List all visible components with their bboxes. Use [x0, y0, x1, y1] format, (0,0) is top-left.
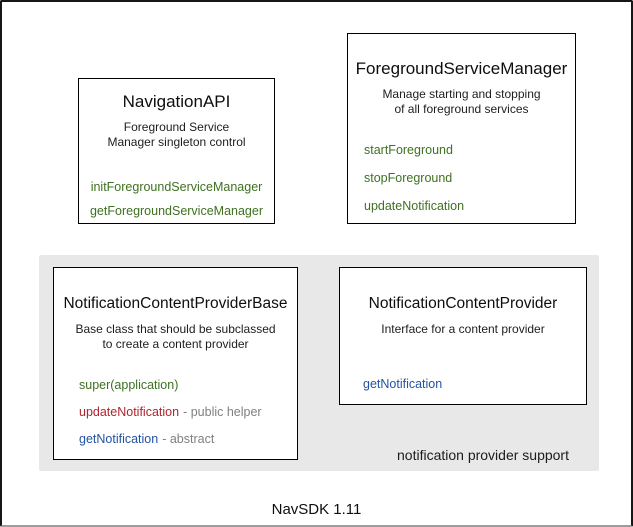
- method-line: getNotification- abstract: [79, 432, 297, 447]
- box-description-line: of all foreground services: [394, 102, 529, 116]
- box-description-line: to create a content provider: [102, 337, 249, 351]
- box-title: NavigationAPI: [122, 92, 231, 111]
- diagram-caption: NavSDK 1.11: [271, 501, 362, 518]
- method-list: initForegroundServiceManager getForegrou…: [79, 180, 274, 219]
- box-title: NotificationContentProviderBase: [63, 295, 288, 312]
- method-line: updateNotification: [364, 199, 575, 214]
- method-annotation: - abstract: [162, 432, 215, 446]
- box-description-line: Foreground Service: [123, 120, 230, 134]
- method-line: getNotification: [363, 377, 586, 392]
- method-list: startForeground stopForeground updateNot…: [348, 143, 575, 214]
- method-label: updateNotification: [79, 405, 180, 419]
- box-description-line: Interface for a content provider: [381, 322, 545, 336]
- class-box-navigation-api: NavigationAPI Foreground Service Manager…: [78, 78, 275, 224]
- box-description-line: Manager singleton control: [107, 135, 246, 149]
- box-title: NotificationContentProvider: [368, 295, 558, 312]
- method-line: initForegroundServiceManager: [79, 180, 274, 195]
- box-description: Base class that should be subclassed to …: [54, 322, 297, 352]
- method-line: getForegroundServiceManager: [79, 204, 274, 219]
- box-description: Interface for a content provider: [340, 322, 586, 337]
- method-label: stopForeground: [364, 171, 453, 185]
- method-list: super(application) updateNotification- p…: [54, 378, 297, 447]
- notification-provider-support-panel: NotificationContentProviderBase Base cla…: [39, 255, 599, 471]
- box-description: Foreground Service Manager singleton con…: [79, 120, 274, 150]
- panel-label: notification provider support: [397, 447, 569, 463]
- method-label: super(application): [79, 378, 179, 392]
- method-annotation: - public helper: [183, 405, 262, 419]
- method-label: startForeground: [364, 143, 453, 157]
- class-box-foreground-service-manager: ForegroundServiceManager Manage starting…: [347, 33, 576, 224]
- method-list: getNotification: [340, 377, 586, 392]
- box-title: ForegroundServiceManager: [355, 59, 568, 78]
- method-line: super(application): [79, 378, 297, 393]
- method-label: updateNotification: [364, 199, 465, 213]
- method-line: startForeground: [364, 143, 575, 158]
- class-box-notification-content-provider-base: NotificationContentProviderBase Base cla…: [53, 267, 298, 460]
- method-label: getNotification: [363, 377, 443, 391]
- box-description-line: Manage starting and stopping: [382, 87, 541, 101]
- class-box-notification-content-provider: NotificationContentProvider Interface fo…: [339, 267, 587, 405]
- method-line: stopForeground: [364, 171, 575, 186]
- method-label: getForegroundServiceManager: [89, 204, 264, 218]
- box-description: Manage starting and stopping of all fore…: [348, 87, 575, 117]
- box-description-line: Base class that should be subclassed: [75, 322, 276, 336]
- method-label: initForegroundServiceManager: [90, 180, 263, 194]
- method-line: updateNotification- public helper: [79, 405, 297, 420]
- method-label: getNotification: [79, 432, 159, 446]
